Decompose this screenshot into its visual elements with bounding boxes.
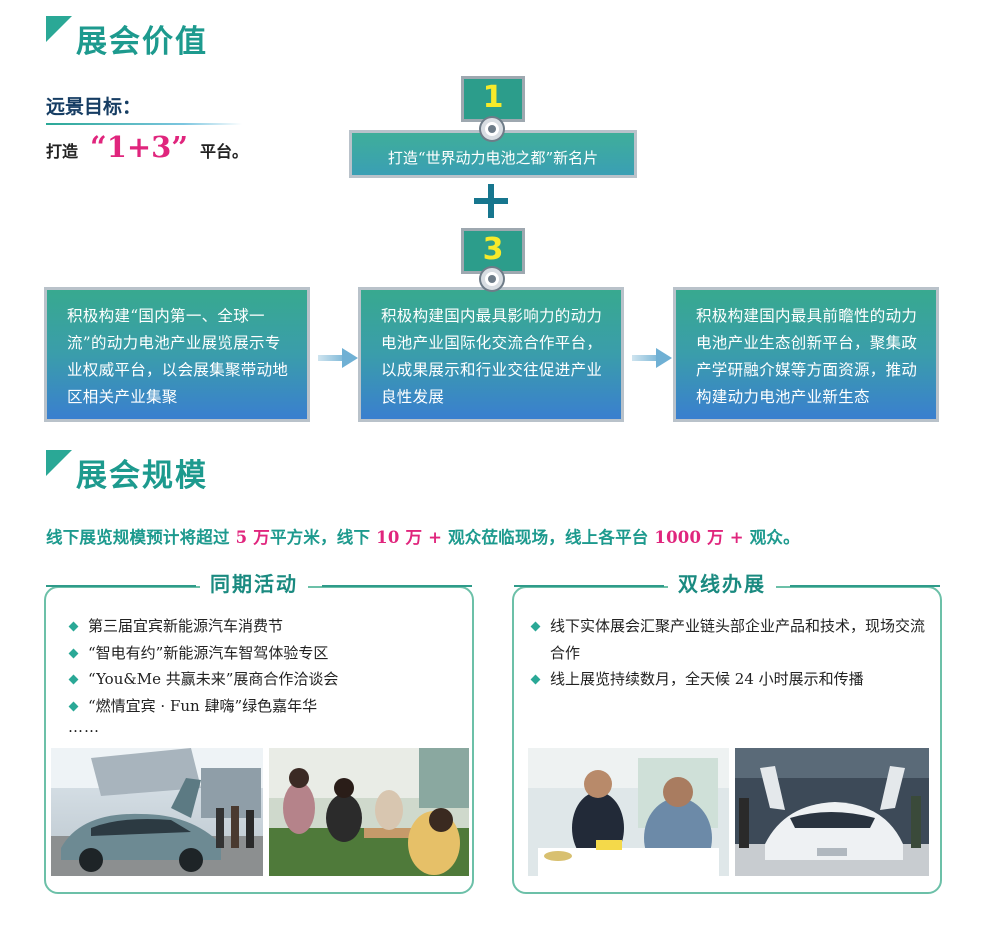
scale-part: 线下展览规模预计将超过	[46, 528, 236, 547]
step-number: 1	[482, 80, 504, 115]
section-title: 展会价值	[76, 24, 208, 60]
step-number: 3	[482, 232, 504, 267]
goal-label: 远景目标：	[46, 96, 142, 118]
list-item: “智电有约”新能源汽车智驾体验专区	[68, 640, 468, 667]
activities-title: 同期活动	[200, 568, 308, 597]
divider	[46, 123, 242, 125]
divider	[514, 585, 664, 587]
scale-highlight: 5 万	[235, 528, 270, 547]
connector-ring-icon	[481, 118, 503, 140]
section-header-scale: 展会规模	[46, 450, 208, 495]
platform-card: 积极构建国内最具影响力的动力电池产业国际化交流合作平台，以成果展示和行业交往促进…	[358, 287, 624, 422]
dual-line-list: 线下实体展会汇聚产业链头部企业产品和技术，现场交流合作 线上展览持续数月，全天候…	[530, 613, 930, 693]
goal-text: 打造 “1+3” 平台。	[46, 130, 248, 164]
platform-card: 积极构建“国内第一、全球一流”的动力电池产业展览展示专业权威平台，以会展集聚带动…	[44, 287, 310, 422]
divider	[790, 585, 940, 587]
goal-prefix: 打造	[46, 142, 79, 161]
scale-part: 平方米，线下	[269, 528, 377, 547]
divider	[46, 585, 196, 587]
platform-card: 积极构建国内最具前瞻性的动力电池产业生态创新平台，聚集政产学研融介媒等方面资源，…	[673, 287, 939, 422]
list-item: “You&Me 共赢未来”展商合作洽谈会	[68, 666, 468, 693]
corner-triangle-icon	[46, 16, 72, 42]
list-item: 线下实体展会汇聚产业链头部企业产品和技术，现场交流合作	[530, 613, 930, 666]
step-number-box: 1	[461, 76, 525, 122]
goal-suffix: 平台。	[200, 142, 249, 161]
business-talk-photo	[528, 748, 729, 876]
top-card-text: 打造“世界动力电池之都”新名片	[387, 148, 599, 167]
section-header-value: 展会价值	[46, 16, 208, 61]
list-item: “燃情宜宾 · Fun 肆嗨”绿色嘉年华	[68, 693, 468, 720]
divider	[322, 585, 472, 587]
activities-list: 第三届宜宾新能源汽车消费节 “智电有约”新能源汽车智驾体验专区 “You&Me …	[68, 613, 468, 719]
scale-highlight: 1000 万 +	[654, 528, 744, 547]
list-item: 线上展览持续数月，全天候 24 小时展示和传播	[530, 666, 930, 693]
dual-line-title: 双线办展	[668, 568, 776, 597]
scale-part: 观众莅临现场，线上各平台	[442, 528, 655, 547]
scale-text: 线下展览规模预计将超过 5 万平方米，线下 10 万 + 观众莅临现场，线上各平…	[46, 524, 800, 548]
exhibition-car-photo	[735, 748, 929, 876]
scale-part: 观众。	[743, 528, 800, 547]
arrow-right-icon	[318, 348, 358, 368]
car-show-photo	[51, 748, 263, 876]
section-title: 展会规模	[76, 458, 208, 494]
arrow-right-icon	[632, 348, 672, 368]
ellipsis: ……	[68, 718, 100, 736]
plus-icon	[474, 184, 508, 218]
carnival-photo	[269, 748, 469, 876]
list-item: 第三届宜宾新能源汽车消费节	[68, 613, 468, 640]
corner-triangle-icon	[46, 450, 72, 476]
goal-highlight: “1+3”	[90, 130, 189, 164]
scale-highlight: 10 万 +	[376, 528, 443, 547]
connector-ring-icon	[481, 268, 503, 290]
